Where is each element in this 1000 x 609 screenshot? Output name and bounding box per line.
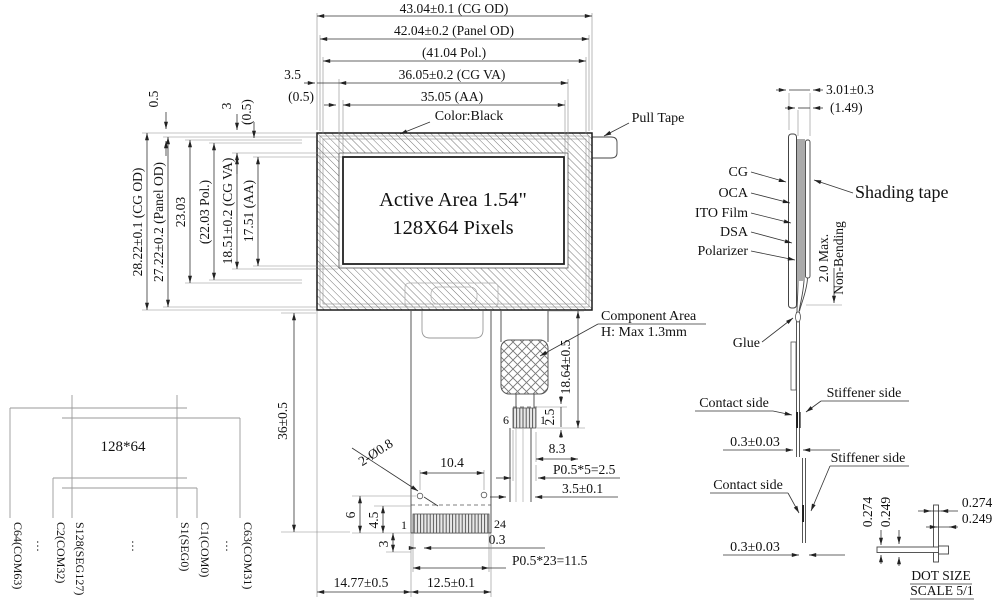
- stiffener-side-upper-label: Stiffener side: [827, 386, 902, 401]
- active-area-outline: [342, 156, 565, 265]
- bend-note-1: 2.0 Max.: [816, 234, 831, 282]
- dim-cg-va-width: 36.05±0.2 (CG VA): [399, 67, 506, 82]
- pin-label-c64: C64(COM63): [11, 522, 25, 589]
- fpc-hole-left: [416, 492, 424, 500]
- dim-4-5: 4.5: [366, 511, 381, 528]
- layer-label-ito: ITO Film: [695, 206, 748, 221]
- dim-1-49: (1.49): [830, 100, 863, 115]
- component-area-region: [500, 339, 549, 395]
- dim-cg-od-width: 43.04±0.1 (CG OD): [400, 1, 509, 16]
- pin-label-s128: S128(SEG127): [73, 522, 87, 595]
- pin1b-label: 1: [540, 413, 546, 427]
- fpc-24pin-contacts: [412, 513, 490, 534]
- layer-label-dsa: DSA: [720, 225, 749, 240]
- dim-14-77: 14.77±0.5: [334, 575, 389, 590]
- pin24-label: 24: [494, 517, 506, 531]
- top-dimensions: 43.04±0.1 (CG OD) 42.04±0.2 (Panel OD) (…: [284, 1, 593, 156]
- pin-dots-2: ···: [126, 540, 140, 552]
- dim-12-5: 12.5±0.1: [427, 575, 475, 590]
- dot-horizontal-bar: [876, 546, 949, 553]
- dim-cg-va-height: 18.51±0.2 (CG VA): [220, 158, 235, 265]
- layer-label-oca: OCA: [718, 186, 748, 201]
- dim-36: 36±0.5: [275, 402, 290, 440]
- dim-panel-od-height: 27.22±0.2 (Panel OD): [151, 162, 166, 282]
- glue-blob: [795, 311, 801, 323]
- glue-label: Glue: [733, 336, 760, 351]
- fpc-coverlay-notch: [421, 311, 484, 339]
- dim-0-3-lower: 0.3±0.03: [730, 540, 780, 555]
- pin-label-c1: C1(COM0): [198, 522, 212, 577]
- driver-ic-inner-outline: [430, 286, 478, 305]
- dim-0-3: 0.3: [489, 532, 506, 547]
- active-area-label-line1: Active Area 1.54": [379, 189, 527, 211]
- pull-tape-label: Pull Tape: [632, 111, 685, 126]
- dim-aa-height: 17.51 (AA): [241, 180, 256, 242]
- dim-0-3-upper: 0.3±0.03: [730, 435, 780, 450]
- pin-label-c2: C2(COM32): [54, 522, 68, 583]
- contact-side-upper-label: Contact side: [699, 396, 769, 411]
- dim-aa-width: 35.05 (AA): [421, 89, 483, 104]
- dot-size-title: DOT SIZE: [911, 568, 970, 583]
- pinout-schematic: 128*64 C64(COM63) ··· C2(COM32) S128(SEG…: [9, 395, 255, 595]
- dim-3: 3: [376, 540, 391, 547]
- dot-dim-274-h: 0.274: [962, 495, 993, 510]
- pin1-label: 1: [401, 518, 407, 532]
- left-dimensions: 28.22±0.1 (CG OD) 27.22±0.2 (Panel OD) 2…: [130, 90, 342, 311]
- front-callouts: Color:Black Pull Tape: [399, 109, 685, 137]
- pinout-resolution-label: 128*64: [101, 439, 147, 455]
- bend-note-2: Non-Bending: [831, 221, 846, 295]
- dim-panel-od-width: 42.04±0.2 (Panel OD): [394, 23, 514, 38]
- shading-tape-label: Shading tape: [855, 182, 948, 202]
- dim-cg-od-height: 28.22±0.1 (CG OD): [130, 168, 145, 277]
- dim-3-01: 3.01±0.3: [826, 82, 874, 97]
- dim-tail-width: 3.5±0.1: [562, 481, 603, 496]
- dim-pitch-6: P0.5*5=2.5: [553, 462, 616, 477]
- pin6-label: 6: [503, 413, 509, 427]
- cg-glass-section: [788, 133, 797, 309]
- component-area-label-1: Component Area: [601, 309, 697, 324]
- dim-0-5: (0.5): [288, 89, 314, 104]
- fpc-hole-right: [480, 491, 488, 499]
- dot-cell: [938, 545, 949, 555]
- stiffener-side-lower-label: Stiffener side: [831, 451, 906, 466]
- front-view-module: Active Area 1.54" 128X64 Pixels: [316, 132, 618, 339]
- dim-23-03: 23.03: [173, 197, 188, 228]
- dim-8-3: 8.3: [549, 441, 566, 456]
- dim-10-4: 10.4: [440, 455, 464, 470]
- dim-18-64: 18.64±0.5: [558, 339, 573, 394]
- dot-vertical-bar: [933, 504, 939, 563]
- fpc-6pin-contacts: [512, 407, 537, 429]
- active-area-label-line2: 128X64 Pixels: [392, 217, 513, 239]
- dim-22-03: (22.03 Pol.): [197, 180, 212, 244]
- dim-0-5-top: 0.5: [146, 90, 161, 107]
- side-view: 3.01±0.3 (1.49) CG OCA ITO Film DSA Pola…: [695, 82, 948, 557]
- dim-3-top: 3: [219, 102, 234, 109]
- dot-size-scale: SCALE 5/1: [910, 583, 973, 598]
- layer-label-polarizer: Polarizer: [697, 244, 748, 259]
- component-tail: 6 1 Component Area H: Max 1.3mm 18.64±0.…: [490, 309, 706, 502]
- dot-dim-249-v: 0.249: [878, 497, 893, 528]
- dot-dim-249-h: 0.249: [962, 511, 993, 526]
- stiffener-section: [790, 341, 797, 391]
- contact-side-lower-label: Contact side: [713, 478, 783, 493]
- color-note-label: Color:Black: [435, 109, 503, 124]
- dim-6: 6: [343, 511, 358, 518]
- pin-label-s1: S1(SEG0): [178, 522, 192, 571]
- driver-ic-outline: [404, 282, 499, 308]
- shading-tape-section: [805, 139, 811, 279]
- dim-0-5-top2: (0.5): [239, 99, 254, 125]
- dot-dim-274-v: 0.274: [860, 497, 875, 528]
- dot-size-detail: 0.274 0.249 0.274 0.249 DOT SIZE SCALE 5…: [860, 495, 993, 600]
- pin-dots-3: ···: [220, 540, 234, 552]
- dim-3-5: 3.5: [284, 67, 301, 82]
- pin-dots-1: ···: [31, 540, 45, 552]
- component-area-label-2: H: Max 1.3mm: [601, 325, 687, 340]
- dim-pitch-24: P0.5*23=11.5: [512, 553, 588, 568]
- dim-2-5: 2.5: [542, 408, 557, 425]
- pull-tape-tab: [591, 136, 618, 159]
- pin-label-c63: C63(COM31): [241, 522, 255, 589]
- layer-label-cg: CG: [729, 165, 748, 180]
- dim-pol-width: (41.04 Pol.): [422, 45, 486, 60]
